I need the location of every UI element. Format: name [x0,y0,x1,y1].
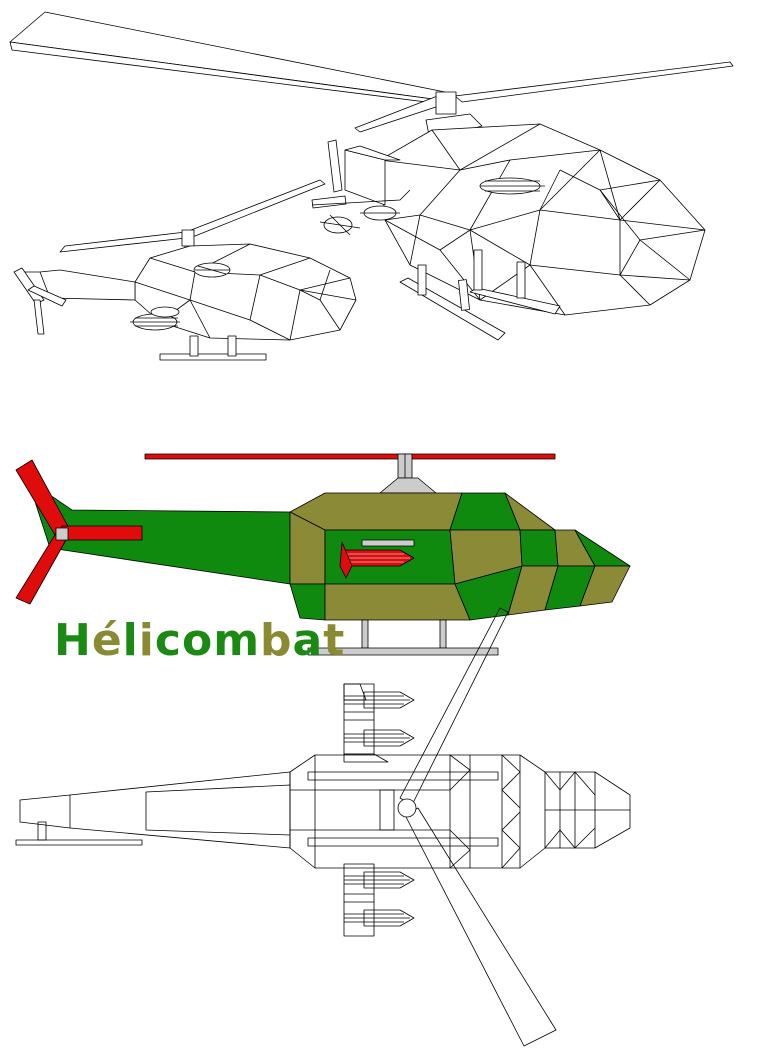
small-helicopter-wireframe [14,180,356,360]
title-letter: o [182,615,213,666]
top-weapon-pods-lower [344,864,414,936]
side-main-rotor-blade [145,454,555,459]
top-rotor-hub [398,799,416,817]
title-letter: l [123,615,139,666]
large-helicopter-landing-skids [400,250,560,340]
side-tail-rotor [16,460,142,604]
large-helicopter-wireframe [10,12,733,340]
title-letter: é [92,615,123,666]
top-rotor-blade-upper [400,608,508,805]
top-tail-boom [20,772,290,848]
side-rotor-hub-base [380,478,436,493]
title-letter: H [54,615,92,666]
side-landing-skids [308,620,498,655]
wireframe-perspective-view [10,12,733,360]
large-helicopter-weapon-pod [320,178,545,235]
top-weapon-pods-upper [344,684,414,762]
helicombat-title: Hélicombat [54,615,345,666]
title-letter: b [260,615,293,666]
title-letter: a [293,615,324,666]
title-letter: m [213,615,260,666]
side-profile-colored-view [16,454,630,655]
title-letter: i [139,615,155,666]
side-weapon-pod [340,540,414,578]
top-rotor-blade-lower [405,808,556,1046]
title-letter: c [155,615,182,666]
top-plan-wireframe-view [16,608,630,1046]
title-letter: t [323,615,345,666]
